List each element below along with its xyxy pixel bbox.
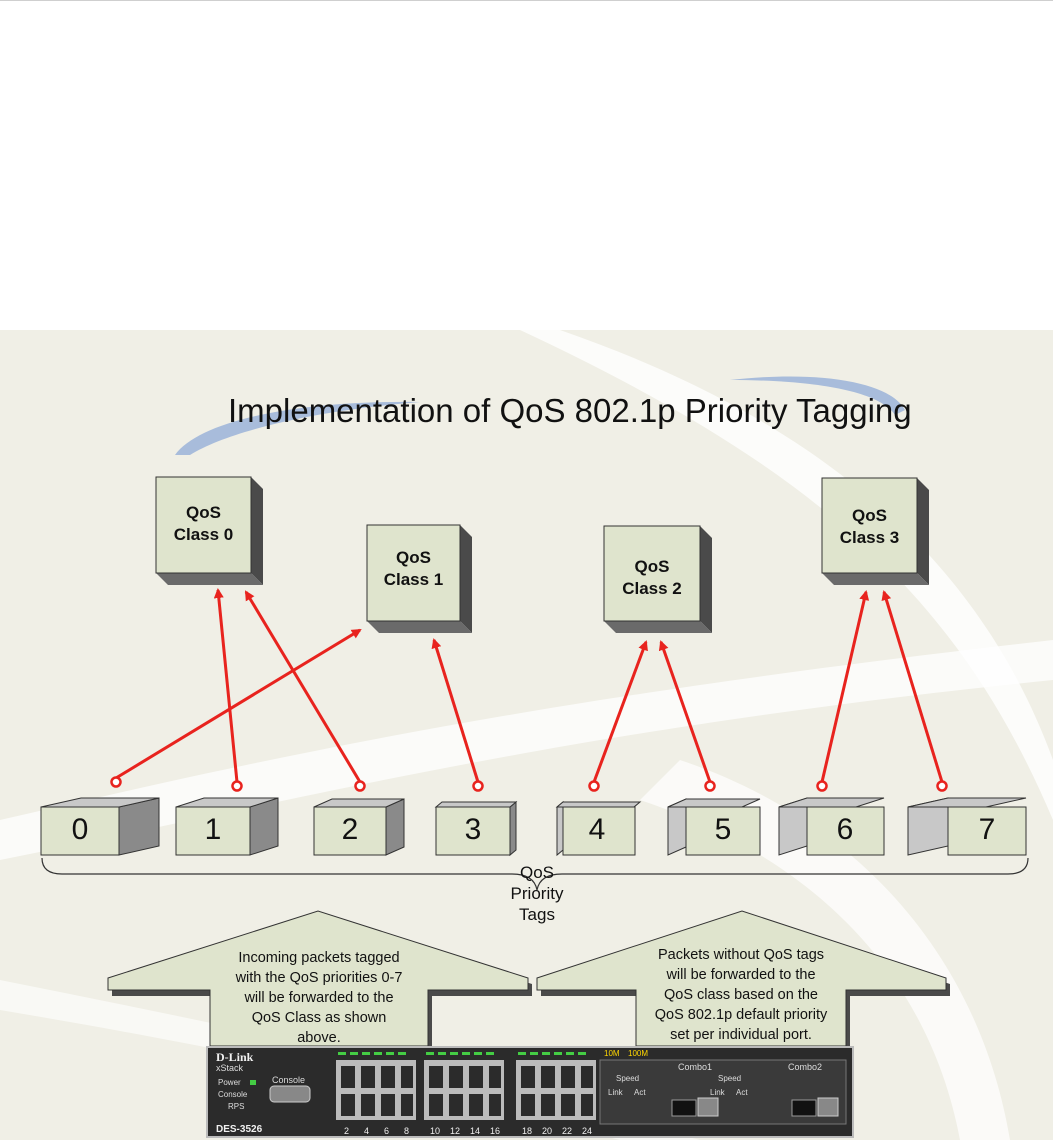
rps-led-label: RPS — [228, 1102, 245, 1111]
brace-label: QoS Priority Tags — [502, 862, 572, 925]
priority-mapping-arrows — [115, 588, 944, 783]
arrow-tag2-class0 — [244, 590, 362, 783]
switch-hardware-graphics — [250, 1052, 847, 1125]
tag-label-5: 5 — [714, 813, 732, 846]
tag-box-2 — [313, 798, 405, 856]
qos-class-box-0 — [155, 476, 263, 585]
tag-box-4 — [555, 800, 642, 857]
qos-class-box-2 — [603, 525, 712, 633]
left-arrow-line5: above. — [297, 1030, 341, 1046]
qos-class-box-1 — [366, 524, 472, 633]
port-leds — [338, 1052, 586, 1055]
console-port-label: Console — [272, 1075, 306, 1085]
tag-label-7: 7 — [978, 813, 996, 846]
combo1-act-label: Act — [634, 1088, 646, 1097]
combo2-link-label: Link — [710, 1088, 725, 1097]
tag-box-6 — [778, 797, 885, 856]
port-number: 8 — [404, 1126, 410, 1136]
tag-label-1: 1 — [204, 813, 222, 846]
qos-class-0-label: QoS Class 0 — [156, 502, 251, 546]
port-number: 20 — [542, 1126, 553, 1136]
port-number: 16 — [490, 1126, 501, 1136]
speed-10m-label: 10M — [604, 1049, 620, 1058]
power-led-label: Power — [218, 1078, 241, 1087]
tag-box-0 — [40, 797, 160, 856]
tag-box-1 — [175, 797, 279, 856]
arrow-tag4-class2 — [592, 640, 648, 783]
right-arrow-line1: Packets without QoS tags — [657, 947, 825, 963]
combo2-act-label: Act — [736, 1088, 748, 1097]
qos-class-2-line2: Class 2 — [622, 579, 682, 598]
tag-label-0: 0 — [71, 813, 89, 846]
port-number: 10 — [430, 1126, 441, 1136]
qos-class-3-label: QoS Class 3 — [822, 505, 917, 549]
top-rule — [0, 0, 1053, 1]
arrow-tag1-class0 — [213, 588, 239, 783]
tag-label-2: 2 — [341, 813, 359, 846]
combo1-speed-label: Speed — [616, 1074, 640, 1083]
right-arrow-line5: set per individual port. — [670, 1027, 812, 1043]
port-number: 22 — [562, 1126, 573, 1136]
switch-brand: D-Link — [216, 1050, 254, 1064]
switch-front-panel: D-Link xStack Power Console RPS Console … — [206, 1046, 854, 1138]
arrow-origin-circles — [110, 776, 948, 792]
switch-series: xStack — [216, 1063, 244, 1073]
qos-class-0-line1: QoS — [186, 503, 221, 522]
port-number: 6 — [384, 1126, 390, 1136]
brace-label-line2: Priority — [510, 884, 564, 903]
port-number: 18 — [522, 1126, 533, 1136]
qos-class-1-line1: QoS — [396, 548, 431, 567]
arrow-tag3-class1 — [431, 638, 480, 783]
qos-class-2-label: QoS Class 2 — [604, 556, 700, 600]
combo1-label: Combo1 — [678, 1062, 713, 1072]
port-number: 14 — [470, 1126, 481, 1136]
qos-class-3-line1: QoS — [852, 506, 887, 525]
qos-class-0-line2: Class 0 — [173, 525, 234, 544]
port-number: 12 — [450, 1126, 461, 1136]
arrow-tag7-class3 — [881, 590, 944, 783]
combo1-link-label: Link — [608, 1088, 623, 1097]
right-arrow-line3: QoS class based on the — [664, 987, 818, 1003]
power-led — [250, 1080, 256, 1085]
left-arrow-line2: with the QoS priorities 0-7 — [235, 970, 403, 986]
combo2-label: Combo2 — [788, 1062, 823, 1072]
tag-label-6: 6 — [836, 813, 854, 846]
tag-box-7 — [907, 797, 1027, 856]
combo2-speed-label: Speed — [718, 1074, 742, 1083]
port-number: 4 — [364, 1126, 370, 1136]
left-arrow-text: Incoming packets tagged with the QoS pri… — [210, 948, 428, 1048]
right-arrow-text: Packets without QoS tags will be forward… — [632, 945, 850, 1045]
arrow-tag6-class3 — [820, 590, 870, 783]
left-arrow-line1: Incoming packets tagged — [238, 950, 400, 966]
console-led-label: Console — [218, 1090, 248, 1099]
qos-class-2-line1: QoS — [634, 557, 670, 576]
qos-class-3-line2: Class 3 — [839, 528, 900, 547]
speed-100m-label: 100M — [628, 1049, 649, 1058]
tag-box-3 — [434, 800, 518, 857]
brace-label-line1: QoS — [519, 863, 555, 882]
right-big-arrow — [536, 910, 950, 1052]
left-arrow-line4: QoS Class as shown — [251, 1010, 387, 1026]
right-arrow-line4: QoS 802.1p default priority — [654, 1007, 828, 1023]
left-big-arrow — [107, 910, 532, 1052]
qos-class-box-3 — [821, 477, 929, 585]
tag-label-4: 4 — [588, 813, 606, 846]
diagram-title: Implementation of QoS 802.1p Priority Ta… — [228, 392, 912, 429]
arrow-tag0-class1 — [115, 628, 362, 780]
tag-box-5 — [667, 798, 761, 856]
console-port — [269, 1085, 311, 1103]
switch-model: DES-3526 — [216, 1124, 263, 1135]
left-arrow-line3: will be forwarded to the — [244, 990, 394, 1006]
tags-brace — [41, 857, 1029, 891]
qos-class-1-label: QoS Class 1 — [367, 547, 460, 591]
tag-label-3: 3 — [464, 813, 482, 846]
right-arrow-line2: will be forwarded to the — [666, 967, 816, 983]
qos-class-1-line2: Class 1 — [383, 570, 444, 589]
port-number: 2 — [344, 1126, 350, 1136]
port-number: 24 — [582, 1126, 593, 1136]
arrow-tag5-class2 — [658, 640, 712, 783]
brace-label-line3: Tags — [519, 905, 555, 924]
